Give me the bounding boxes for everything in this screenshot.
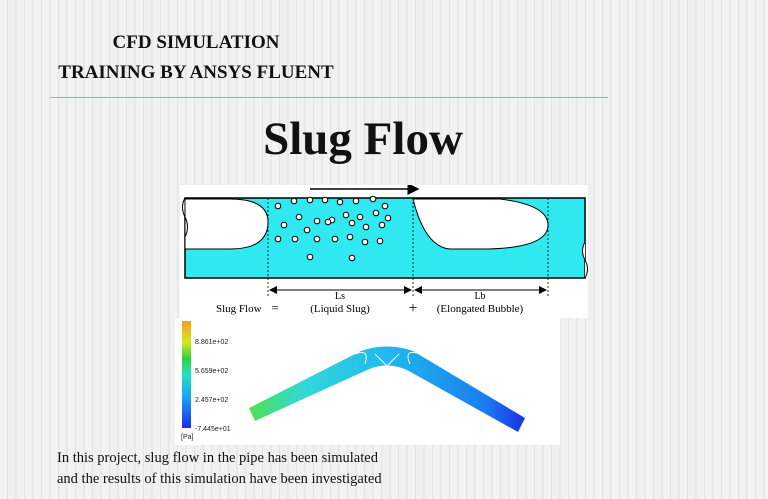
pressure-contour: 8.861e+02 5.659e+02 2.457e+02 -7.445e+01… [175, 318, 560, 445]
gas-bubble [313, 235, 321, 243]
gas-bubble [274, 202, 282, 210]
gas-bubble [342, 211, 350, 219]
gas-bubble [384, 214, 392, 222]
colorbar [182, 321, 191, 428]
gas-bubble [306, 253, 314, 261]
ls-symbol: Ls [335, 291, 345, 302]
legend-label: 8.861e+02 [195, 339, 228, 346]
elongated-bubble [412, 198, 549, 250]
pipe-bend-contour [249, 346, 525, 432]
gas-bubble [381, 202, 389, 210]
gas-bubble [348, 219, 356, 227]
gas-bubble [295, 213, 303, 221]
gas-bubble [369, 195, 377, 203]
gas-bubble [346, 233, 354, 241]
lb-label: (Elongated Bubble) [437, 303, 524, 315]
header-line-1: CFD SIMULATION [112, 32, 280, 53]
gas-bubble [290, 197, 298, 205]
gas-bubble [303, 226, 311, 234]
gas-bubble [361, 238, 369, 246]
description-line-2: and the results of this simulation have … [57, 471, 382, 487]
gas-bubble [280, 221, 288, 229]
legend-label: 5.659e+02 [195, 368, 228, 375]
gas-bubble [348, 254, 356, 262]
equation-left: Slug Flow [216, 303, 262, 315]
gas-bubble [372, 209, 380, 217]
gas-bubble [356, 213, 364, 221]
gas-bubble [376, 237, 384, 245]
header-line-2: TRAINING BY ANSYS FLUENT [58, 62, 334, 83]
gas-bubble [274, 235, 282, 243]
legend-label: -7.445e+01 [195, 426, 231, 433]
equals-sign: = [271, 300, 278, 315]
legend-label: 2.457e+02 [195, 397, 228, 404]
gas-bubble [324, 218, 332, 226]
ls-label: (Liquid Slug) [310, 303, 370, 315]
gas-bubble [331, 235, 339, 243]
unit-label: [Pa] [181, 434, 194, 441]
gas-bubble [362, 223, 370, 231]
slug-flow-diagram: Ls (Liquid Slug) Lb (Elongated Bubble) S… [180, 183, 588, 318]
gas-bubble [321, 196, 329, 204]
page-title: Slug Flow [263, 113, 463, 165]
lb-symbol: Lb [474, 291, 485, 302]
gas-bubble [291, 235, 299, 243]
plus-sign: + [408, 300, 417, 317]
gas-bubble [352, 197, 360, 205]
divider [50, 97, 608, 98]
bubble-left [184, 198, 269, 250]
gas-bubble [313, 217, 321, 225]
description-line-1: In this project, slug flow in the pipe h… [57, 450, 378, 466]
gas-bubble [306, 196, 314, 204]
gas-bubble [336, 198, 344, 206]
gas-bubble [378, 221, 386, 229]
